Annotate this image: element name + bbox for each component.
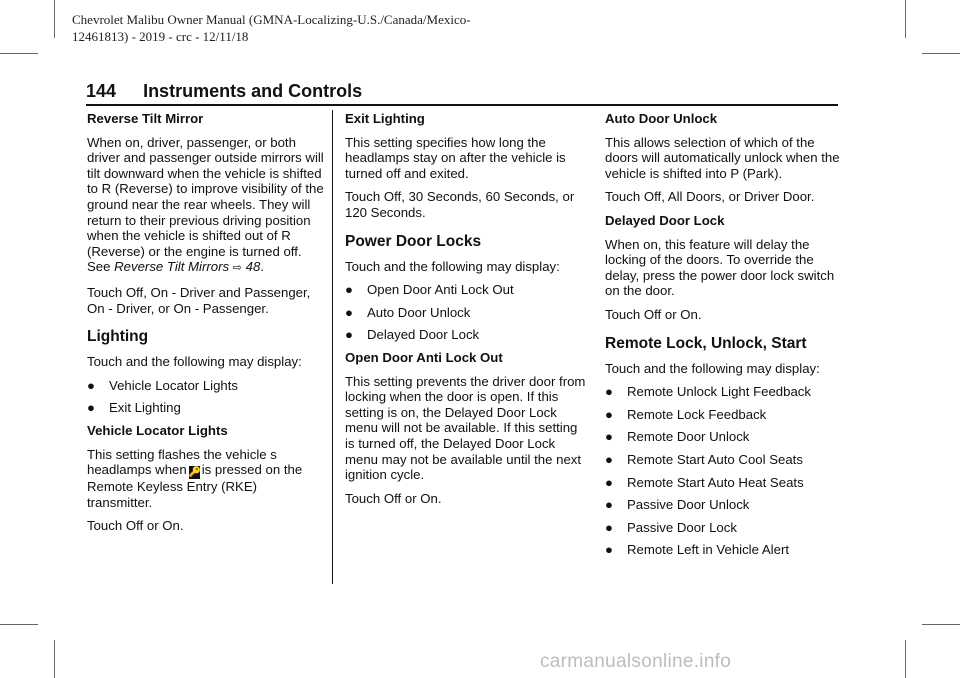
site-watermark: carmanualsonline.info <box>540 651 732 672</box>
section-heading-lighting: Lighting <box>87 328 149 346</box>
meta-line-2: 12461813) - 2019 - crc - 12/11/18 <box>72 29 249 44</box>
list-item-text: Remote Unlock Light Feedback <box>627 384 811 400</box>
column-middle: Exit Lighting This setting specifies how… <box>345 111 587 514</box>
bullet-icon: ● <box>605 451 613 467</box>
subheading-reverse-tilt-mirror: Reverse Tilt Mirror <box>87 111 204 126</box>
bullet-icon: ● <box>87 377 95 393</box>
page-arrow-icon: ⇨ <box>232 262 242 275</box>
paragraph-delayed-door-lock: When on, this feature will delay the loc… <box>605 236 835 299</box>
list-item: ● Remote Left in Vehicle Alert <box>605 542 841 558</box>
list-item-text: Passive Door Lock <box>627 519 737 535</box>
subheading-delayed-door-lock: Delayed Door Lock <box>605 212 725 228</box>
crop-mark <box>0 624 38 625</box>
crop-mark <box>905 640 906 678</box>
list-item-text: Vehicle Locator Lights <box>109 377 239 393</box>
list-item: ● Open Door Anti Lock Out <box>345 282 587 298</box>
crop-mark <box>0 53 38 54</box>
list-item-text: Remote Lock Feedback <box>627 406 767 422</box>
rlus-intro: Touch and the following may display: <box>605 360 820 376</box>
bullet-icon: ● <box>345 304 353 320</box>
bullet-icon: ● <box>345 327 353 343</box>
list-item-text: Remote Start Auto Cool Seats <box>627 451 803 467</box>
paragraph-exit-options: Touch Off, 30 Seconds, 60 Seconds, or 12… <box>345 189 575 220</box>
list-item-text: Remote Door Unlock <box>627 429 750 445</box>
subheading-open-door-anti-lock-out: Open Door Anti Lock Out <box>345 349 503 365</box>
vll-text-a: This setting flashes the vehicle s headl… <box>87 446 277 478</box>
list-item: ● Remote Unlock Light Feedback <box>605 384 841 400</box>
list-item: ● Vehicle Locator Lights <box>87 378 325 394</box>
bullet-icon: ● <box>605 497 613 513</box>
list-item: ● Remote Door Unlock <box>605 429 841 445</box>
pdl-intro: Touch and the following may display: <box>345 258 560 274</box>
document-meta-header: Chevrolet Malibu Owner Manual (GMNA-Loca… <box>72 11 471 45</box>
bullet-icon: ● <box>605 384 613 400</box>
page-title: Instruments and Controls <box>143 81 363 101</box>
bullet-icon: ● <box>605 429 613 445</box>
column-right: Auto Door Unlock This allows selection o… <box>605 111 841 565</box>
key-fob-lock-icon: 🔑 <box>188 466 202 480</box>
heading-rule <box>86 104 838 106</box>
crop-mark <box>54 0 55 38</box>
bullet-icon: ● <box>605 474 613 490</box>
vll-text-b: is pressed on the Remote Keyless Entry (… <box>87 462 303 510</box>
paragraph-reverse-tilt-options: Touch Off, On - Driver and Passenger, On… <box>87 284 311 316</box>
column-left: Reverse Tilt Mirror When on, driver, pas… <box>87 111 325 542</box>
list-item: ● Passive Door Unlock <box>605 497 841 513</box>
list-item-text: Open Door Anti Lock Out <box>367 282 514 298</box>
cross-reference-link[interactable]: Reverse Tilt Mirrors <box>114 259 230 275</box>
paragraph-open-door-anti-lock: This setting prevents the driver door fr… <box>345 373 586 483</box>
list-item-text: Remote Left in Vehicle Alert <box>627 542 790 558</box>
paragraph-reverse-tilt: When on, driver, passenger, or both driv… <box>87 134 324 275</box>
paragraph-adu-options: Touch Off, All Doors, or Driver Door. <box>605 189 815 205</box>
list-item-text: Passive Door Unlock <box>627 497 750 513</box>
list-item: ● Remote Start Auto Cool Seats <box>605 452 841 468</box>
lighting-intro: Touch and the following may display: <box>87 354 302 370</box>
page-heading: 144 Instruments and Controls <box>86 81 362 102</box>
bullet-icon: ● <box>605 519 613 535</box>
paragraph-auto-door-unlock: This allows selection of which of the do… <box>605 134 840 181</box>
list-item-text: Auto Door Unlock <box>367 304 471 320</box>
subheading-auto-door-unlock: Auto Door Unlock <box>605 111 718 126</box>
list-item-text: Exit Lighting <box>109 400 181 416</box>
bullet-icon: ● <box>345 282 353 298</box>
section-heading-remote-lock-unlock-start: Remote Lock, Unlock, Start <box>605 334 807 352</box>
bullet-icon: ● <box>605 406 613 422</box>
column-divider <box>332 110 333 584</box>
paragraph-ddl-options: Touch Off or On. <box>605 306 702 322</box>
crop-mark <box>905 0 906 38</box>
crop-mark <box>922 624 960 625</box>
reverse-tilt-text: When on, driver, passenger, or both driv… <box>87 134 324 275</box>
subheading-exit-lighting: Exit Lighting <box>345 111 425 126</box>
bullet-icon: ● <box>605 542 613 558</box>
section-heading-power-door-locks: Power Door Locks <box>345 232 482 250</box>
page-number: 144 <box>86 81 117 101</box>
list-item: ● Passive Door Lock <box>605 520 841 536</box>
cross-reference-page[interactable]: 48 <box>245 259 261 275</box>
list-item: ● Remote Lock Feedback <box>605 407 841 423</box>
list-item-text: Delayed Door Lock <box>367 327 480 343</box>
list-item: ● Auto Door Unlock <box>345 305 587 321</box>
list-item: ● Delayed Door Lock <box>345 327 587 343</box>
list-item-text: Remote Start Auto Heat Seats <box>627 474 804 490</box>
crop-mark <box>922 53 960 54</box>
paragraph-vehicle-locator: This setting flashes the vehicle s headl… <box>87 447 325 511</box>
list-item: ● Exit Lighting <box>87 400 325 416</box>
paragraph-exit-lighting: This setting specifies how long the head… <box>345 134 566 181</box>
paragraph-odalo-options: Touch Off or On. <box>345 490 442 506</box>
paragraph-vll-options: Touch Off or On. <box>87 518 184 534</box>
crop-mark <box>54 640 55 678</box>
subheading-vehicle-locator-lights: Vehicle Locator Lights <box>87 422 228 438</box>
bullet-icon: ● <box>87 400 95 416</box>
meta-line-1: Chevrolet Malibu Owner Manual (GMNA-Loca… <box>72 12 471 27</box>
list-item: ● Remote Start Auto Heat Seats <box>605 475 841 491</box>
